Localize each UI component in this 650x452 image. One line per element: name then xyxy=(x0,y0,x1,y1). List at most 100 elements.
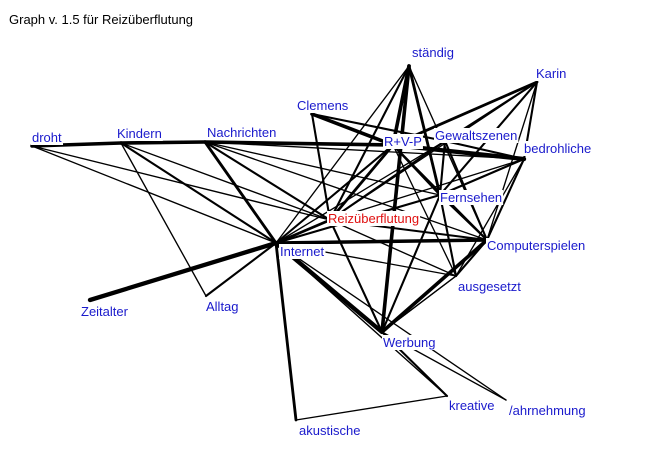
node-label-backing-computerspielen xyxy=(486,238,587,253)
edge-internet-computerspielen xyxy=(274,238,489,245)
node-label-backing-alltag xyxy=(205,299,240,314)
edge-kreative-akustische xyxy=(295,395,448,421)
edge-kindern-reizueberflutung xyxy=(120,142,331,221)
node-label-fernsehen: Fernsehen xyxy=(440,190,502,205)
edge-gewaltszenen-internet xyxy=(275,140,446,244)
node-label-backing-wahrnehmung xyxy=(508,403,587,418)
node-label-backing-werbung xyxy=(382,335,437,350)
edge-internet-zeitalter xyxy=(87,240,279,303)
node-label-backing-gewaltszenen xyxy=(434,128,519,143)
node-label-backing-clemens xyxy=(296,98,350,113)
node-label-rvp: R+V-P xyxy=(384,134,422,149)
node-label-backing-kreative xyxy=(448,398,496,413)
node-label-karin: Karin xyxy=(536,66,566,81)
edge-bedrohliche-fernsehen xyxy=(438,157,526,197)
edge-rvp-internet xyxy=(274,143,395,245)
node-zeitalter: Zeitalter xyxy=(80,304,130,319)
node-reizueberflutung: Reizüberflutung xyxy=(327,211,421,226)
edge-computerspielen-werbung xyxy=(380,238,489,334)
edge-clemens-reizueberflutung xyxy=(310,112,332,222)
node-label-backing-ausgesetzt xyxy=(457,279,523,294)
node-label-ausgesetzt: ausgesetzt xyxy=(458,279,521,294)
edge-computerspielen-ausgesetzt xyxy=(454,238,489,278)
edge-bedrohliche-reizueberflutung xyxy=(329,158,525,221)
edge-layer xyxy=(30,64,539,422)
edge-reizueberflutung-internet xyxy=(274,218,332,245)
node-label-clemens: Clemens xyxy=(297,98,349,113)
edge-internet-akustische xyxy=(274,241,298,422)
node-alltag: Alltag xyxy=(205,299,240,314)
edge-nachrichten-internet xyxy=(203,140,278,245)
node-nachrichten: Nachrichten xyxy=(206,125,278,140)
edge-internet-alltag xyxy=(204,241,278,298)
node-label-backing-kindern xyxy=(116,126,163,141)
node-fernsehen: Fernsehen xyxy=(439,190,504,205)
edge-nachrichten-fernsehen xyxy=(204,141,441,196)
node-label-akustische: akustische xyxy=(299,423,360,438)
node-staendig: ständig xyxy=(411,45,455,60)
node-label-werbung: Werbung xyxy=(383,335,436,350)
edge-reizueberflutung-ausgesetzt xyxy=(329,219,457,277)
node-label-kreative: kreative xyxy=(449,398,495,413)
edge-kindern-nachrichten xyxy=(119,140,207,145)
node-label-backing-nachrichten xyxy=(206,125,278,140)
node-label-backing-reizueberflutung xyxy=(327,211,421,226)
node-karin: Karin xyxy=(535,66,568,81)
edge-kindern-alltag xyxy=(120,142,207,297)
node-label-backing-internet xyxy=(279,244,326,259)
node-wahrnehmung: /ahrnehmung xyxy=(508,403,587,418)
edge-rvp-reizueberflutung xyxy=(328,143,395,222)
graph-title: Graph v. 1.5 für Reizüberflutung xyxy=(9,12,194,27)
node-label-zeitalter: Zeitalter xyxy=(81,304,129,319)
node-label-backing-fernsehen xyxy=(439,190,504,205)
node-kindern: Kindern xyxy=(116,126,163,141)
edge-nachrichten-rvp xyxy=(203,140,395,147)
node-label-backing-zeitalter xyxy=(80,304,130,319)
node-droht: droht xyxy=(31,130,64,145)
node-label-backing-droht xyxy=(31,130,64,145)
node-label-backing-rvp xyxy=(383,134,423,149)
node-label-bedrohliche: bedrohliche xyxy=(524,141,591,156)
node-label-nachrichten: Nachrichten xyxy=(207,125,276,140)
edge-staendig-internet xyxy=(275,65,410,244)
edge-staendig-reizueberflutung xyxy=(328,64,411,222)
node-label-backing-akustische xyxy=(298,423,362,438)
node-label-reizueberflutung: Reizüberflutung xyxy=(328,211,419,226)
node-ausgesetzt: ausgesetzt xyxy=(457,279,523,294)
edge-fernsehen-werbung xyxy=(380,193,442,334)
node-label-computerspielen: Computerspielen xyxy=(487,238,585,253)
edge-kindern-internet xyxy=(119,141,278,245)
edge-clemens-rvp xyxy=(310,112,395,147)
edge-droht-kindern xyxy=(30,141,123,148)
node-label-alltag: Alltag xyxy=(206,299,239,314)
edge-karin-computerspielen xyxy=(486,81,538,241)
node-label-internet: Internet xyxy=(280,244,324,259)
node-label-gewaltszenen: Gewaltszenen xyxy=(435,128,517,143)
node-label-droht: droht xyxy=(32,130,62,145)
node-label-staendig: ständig xyxy=(412,45,454,60)
node-rvp: R+V-P xyxy=(383,134,423,149)
node-gewaltszenen: Gewaltszenen xyxy=(434,128,519,143)
edge-droht-internet xyxy=(31,145,277,244)
edge-reizueberflutung-werbung xyxy=(328,218,384,334)
edge-bedrohliche-computerspielen xyxy=(485,157,526,242)
node-label-backing-bedrohliche xyxy=(523,141,593,156)
node-werbung: Werbung xyxy=(382,335,437,350)
edge-rvp-fernsehen xyxy=(391,143,442,197)
node-label-wahrnehmung: /ahrnehmung xyxy=(509,403,586,418)
node-clemens: Clemens xyxy=(296,98,350,113)
edge-droht-reizueberflutung xyxy=(31,145,331,221)
node-computerspielen: Computerspielen xyxy=(486,238,587,253)
edge-gewaltszenen-bedrohliche xyxy=(443,139,526,161)
node-label-backing-karin xyxy=(535,66,568,81)
node-kreative: kreative xyxy=(448,398,496,413)
node-internet: Internet xyxy=(279,244,326,259)
edge-internet-kreative xyxy=(275,242,448,397)
node-label-layer: droht Kindern Nachrichten Clemens ständigKar… xyxy=(31,45,593,438)
edge-internet-wahrnehmung xyxy=(275,242,507,401)
edge-ausgesetzt-werbung xyxy=(381,275,457,333)
edge-nachrichten-reizueberflutung xyxy=(203,140,332,222)
node-bedrohliche: bedrohliche xyxy=(523,141,593,156)
